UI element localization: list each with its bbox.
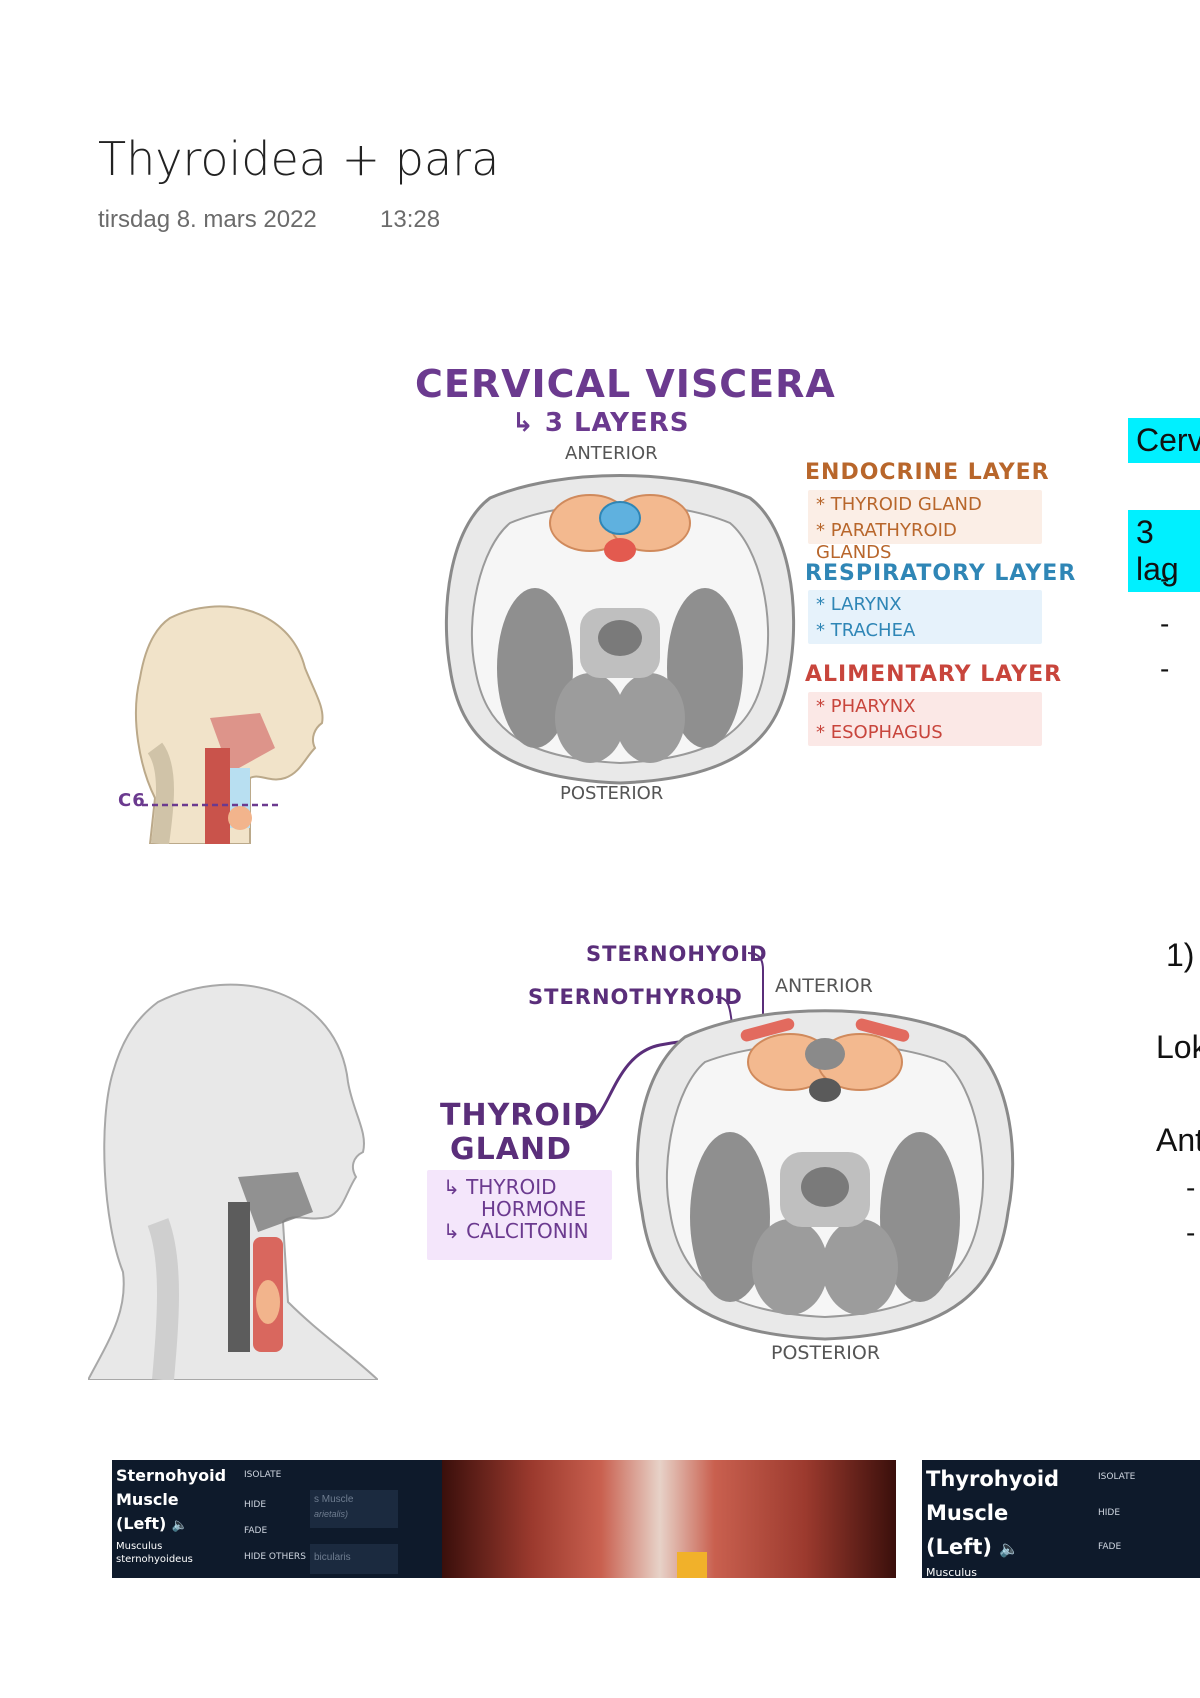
anatomy-app-screenshot-2: Thyrohyoid Muscle (Left) 🔈 Musculus ISOL… bbox=[922, 1460, 1200, 1578]
sternohyoid-label: STERNOHYOID bbox=[586, 942, 768, 966]
respiratory-layer-title: RESPIRATORY LAYER bbox=[805, 561, 1077, 586]
structure-title: Thyrohyoid Muscle (Left) 🔈 bbox=[926, 1462, 1059, 1566]
neck-cross-section-1 bbox=[444, 474, 796, 785]
page-title: Thyroidea + para bbox=[98, 132, 500, 186]
anterior-label-2: ANTERIOR bbox=[775, 975, 873, 997]
three-layers-subheading: ↳ 3 LAYERS bbox=[512, 408, 690, 438]
fade-option[interactable]: FADE bbox=[244, 1526, 268, 1536]
title-line: Thyrohyoid bbox=[926, 1467, 1060, 1491]
page-date: tirsdag 8. mars 2022 bbox=[98, 206, 317, 233]
title-line: Muscle bbox=[116, 1490, 179, 1509]
head-neck-illustration bbox=[88, 983, 378, 1380]
thyroid-gland-title-2: GLAND bbox=[450, 1132, 572, 1167]
title-line: Muscle bbox=[926, 1501, 1009, 1525]
anatomy-app-screenshot-1: Sternohyoid Muscle (Left) 🔈 Musculus ste… bbox=[112, 1460, 896, 1578]
neck-cross-section-2 bbox=[635, 1009, 1015, 1341]
sub-bullet-dash: - bbox=[1186, 1172, 1196, 1203]
bullet-dash: - bbox=[1160, 653, 1170, 684]
ghost-text: bicularis bbox=[314, 1552, 351, 1563]
title-line-text: (Left) bbox=[926, 1535, 992, 1559]
ghost-text: s Muscle bbox=[314, 1494, 354, 1505]
fade-option[interactable]: FADE bbox=[1098, 1542, 1122, 1552]
alimentary-layer-title: ALIMENTARY LAYER bbox=[805, 662, 1063, 687]
latin-line: sternohyoideus bbox=[116, 1554, 193, 1565]
sub-bullet-dash: - bbox=[1186, 1217, 1196, 1248]
hide-option[interactable]: HIDE bbox=[1098, 1508, 1121, 1518]
alimentary-item: * ESOPHAGUS bbox=[816, 722, 943, 743]
bullet-dash: - bbox=[1160, 563, 1170, 594]
latin-name: Musculus sternohyoideus bbox=[116, 1540, 193, 1566]
ghost-text: arietalis) bbox=[314, 1509, 349, 1519]
gland-item: ↳ THYROID bbox=[443, 1175, 557, 1199]
gland-item: HORMONE bbox=[481, 1197, 587, 1221]
respiratory-layer-box: * LARYNX * TRACHEA bbox=[808, 590, 1042, 644]
title-line-text: (Left) bbox=[116, 1514, 167, 1533]
bullet-dash: - bbox=[1160, 608, 1170, 639]
highlight-layers: 3 lag bbox=[1128, 510, 1200, 592]
gland-item: ↳ CALCITONIN bbox=[443, 1219, 589, 1243]
c6-dashed-line bbox=[142, 803, 280, 807]
thyroid-gland-box: ↳ THYROID HORMONE ↳ CALCITONIN bbox=[427, 1170, 612, 1260]
speaker-icon[interactable]: 🔈 bbox=[999, 1539, 1020, 1558]
title-line: Sternohyoid bbox=[116, 1466, 227, 1485]
highlight-cervical: Cerv bbox=[1128, 418, 1200, 463]
alimentary-item: * PHARYNX bbox=[816, 696, 916, 717]
latin-line: Musculus bbox=[116, 1541, 163, 1552]
anterior-label: ANTERIOR bbox=[565, 443, 658, 464]
lok-text: Lok bbox=[1156, 1029, 1200, 1065]
selected-muscle-highlight bbox=[677, 1552, 707, 1578]
hide-option[interactable]: HIDE bbox=[244, 1500, 267, 1510]
respiratory-item: * TRACHEA bbox=[816, 620, 916, 641]
title-line: (Left) 🔈 bbox=[926, 1530, 1059, 1566]
cervical-viscera-heading: CERVICAL VISCERA bbox=[415, 362, 836, 406]
posterior-label: POSTERIOR bbox=[560, 783, 664, 804]
ant-text: Ant bbox=[1156, 1122, 1200, 1158]
isolate-option[interactable]: ISOLATE bbox=[244, 1470, 282, 1480]
muscle-render bbox=[442, 1460, 896, 1578]
numbered-item: 1) bbox=[1166, 937, 1195, 973]
endocrine-item: * PARATHYROID GLANDS bbox=[816, 520, 957, 563]
speaker-icon[interactable]: 🔈 bbox=[171, 1518, 189, 1533]
ghost-panel: s Muscle arietalis) bbox=[310, 1490, 398, 1528]
respiratory-item: * LARYNX bbox=[816, 594, 902, 615]
page-time: 13:28 bbox=[380, 206, 441, 233]
sternothyroid-label: STERNOTHYROID bbox=[528, 985, 743, 1009]
isolate-option[interactable]: ISOLATE bbox=[1098, 1472, 1136, 1482]
latin-line: Musculus bbox=[926, 1566, 977, 1578]
thyroid-gland-title-1: THYROID bbox=[440, 1098, 599, 1133]
title-line: (Left) 🔈 bbox=[116, 1512, 226, 1538]
structure-title: Sternohyoid Muscle (Left) 🔈 bbox=[116, 1464, 226, 1538]
endocrine-layer-title: ENDOCRINE LAYER bbox=[805, 460, 1050, 485]
endocrine-item: * THYROID GLAND bbox=[816, 494, 982, 515]
posterior-label-2: POSTERIOR bbox=[771, 1342, 881, 1364]
ghost-panel: bicularis bbox=[310, 1544, 398, 1574]
skull-side-illustration bbox=[135, 605, 324, 844]
alimentary-layer-box: * PHARYNX * ESOPHAGUS bbox=[808, 692, 1042, 746]
hide-others-option[interactable]: HIDE OTHERS bbox=[244, 1552, 306, 1562]
c6-label: C6 bbox=[118, 790, 146, 811]
endocrine-layer-box: * THYROID GLAND * PARATHYROID GLANDS bbox=[808, 490, 1042, 563]
